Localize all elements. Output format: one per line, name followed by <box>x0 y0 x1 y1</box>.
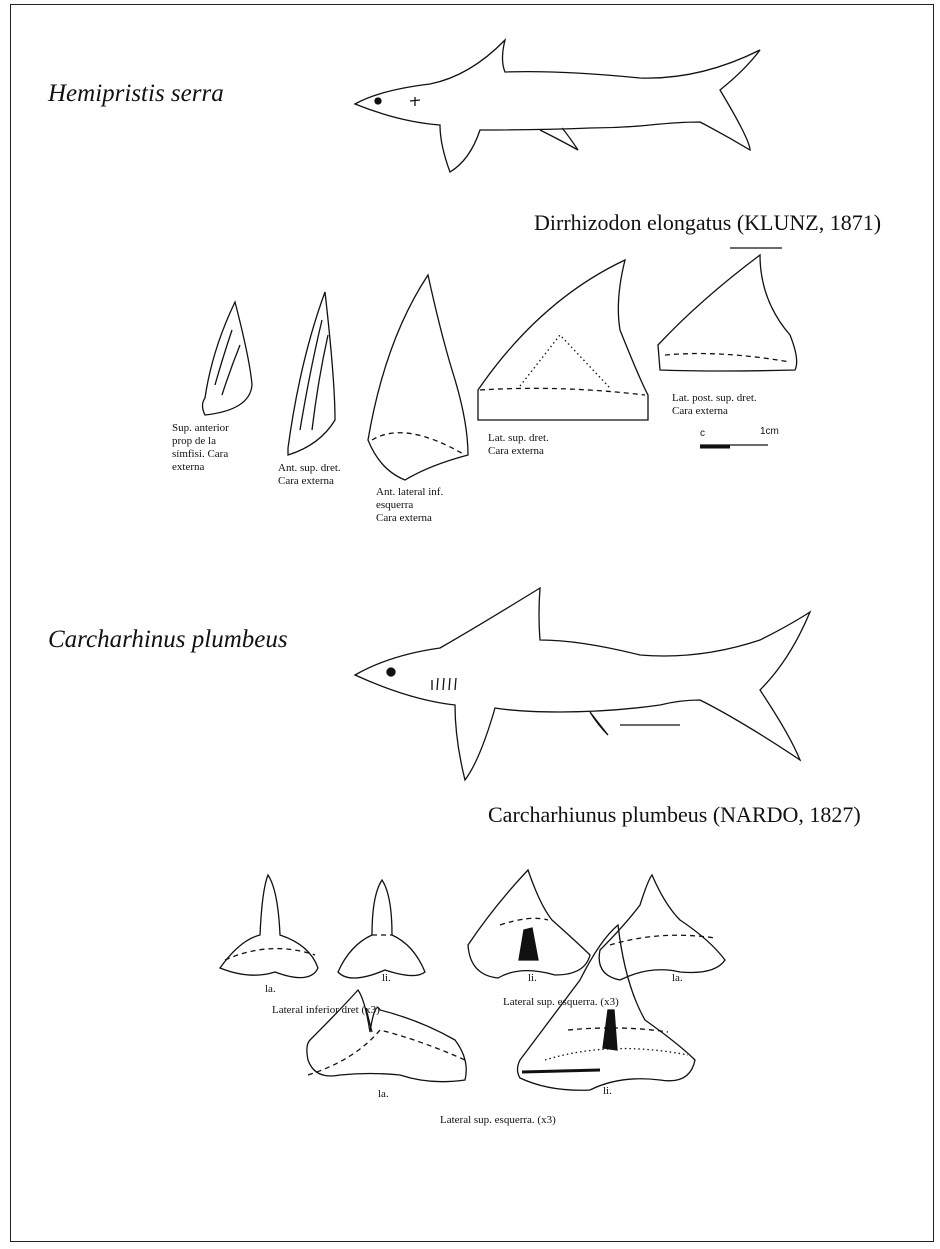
tooth-caption-3: Ant. lateral inf. esquerra Cara externa <box>376 486 443 525</box>
tooth-label-li: li. <box>528 972 537 984</box>
scientific-name-carcharhinus: Carcharhiunus plumbeus (NARDO, 1827) <box>488 802 861 828</box>
tooth-caption-4: Lat. sup. dret. Cara externa <box>488 432 549 458</box>
caption-line: Cara externa <box>488 445 549 458</box>
tooth-label-la: la. <box>672 972 683 984</box>
row1-caption-right: Lateral sup. esquerra. (x3) <box>503 996 619 1009</box>
caption-line: esquerra <box>376 499 443 512</box>
caption-line: Lat. sup. dret. <box>488 432 549 445</box>
scale-bar-left-label: c <box>700 428 705 439</box>
caption-line: Ant. lateral inf. <box>376 486 443 499</box>
tooth-label-la: la. <box>378 1088 389 1100</box>
caption-line: Cara externa <box>672 405 757 418</box>
tooth-caption-2: Ant. sup. dret. Cara externa <box>278 462 341 488</box>
caption-line: símfisi. Cara <box>172 448 229 461</box>
caption-line: Ant. sup. dret. <box>278 462 341 475</box>
tooth-label-la: la. <box>265 983 276 995</box>
caption-line: externa <box>172 461 229 474</box>
carcharhinus-teeth-row1-drawing <box>220 870 725 980</box>
species-name-hemipristis: Hemipristis serra <box>48 80 224 108</box>
hemipristis-shark-drawing <box>355 40 760 172</box>
caption-line: Sup. anterior <box>172 422 229 435</box>
row1-caption-left: Lateral inferior dret (x3) <box>272 1004 380 1017</box>
caption-line: Lat. post. sup. dret. <box>672 392 757 405</box>
carcharhinus-shark-drawing <box>355 588 810 780</box>
tooth-caption-5: Lat. post. sup. dret. Cara externa <box>672 392 757 418</box>
caption-line: Cara externa <box>278 475 341 488</box>
species-name-carcharhinus: Carcharhinus plumbeus <box>48 626 288 654</box>
tooth-label-li: li. <box>603 1085 612 1097</box>
tooth-caption-1: Sup. anterior prop de la símfisi. Cara e… <box>172 422 229 474</box>
scientific-name-dirrhizodon: Dirrhizodon elongatus (KLUNZ, 1871) <box>534 210 881 236</box>
tooth-label-li: li. <box>382 972 391 984</box>
caption-line: prop de la <box>172 435 229 448</box>
scale-bar-right-label: 1cm <box>760 426 779 437</box>
row2-caption: Lateral sup. esquerra. (x3) <box>440 1114 556 1127</box>
caption-line: Cara externa <box>376 512 443 525</box>
